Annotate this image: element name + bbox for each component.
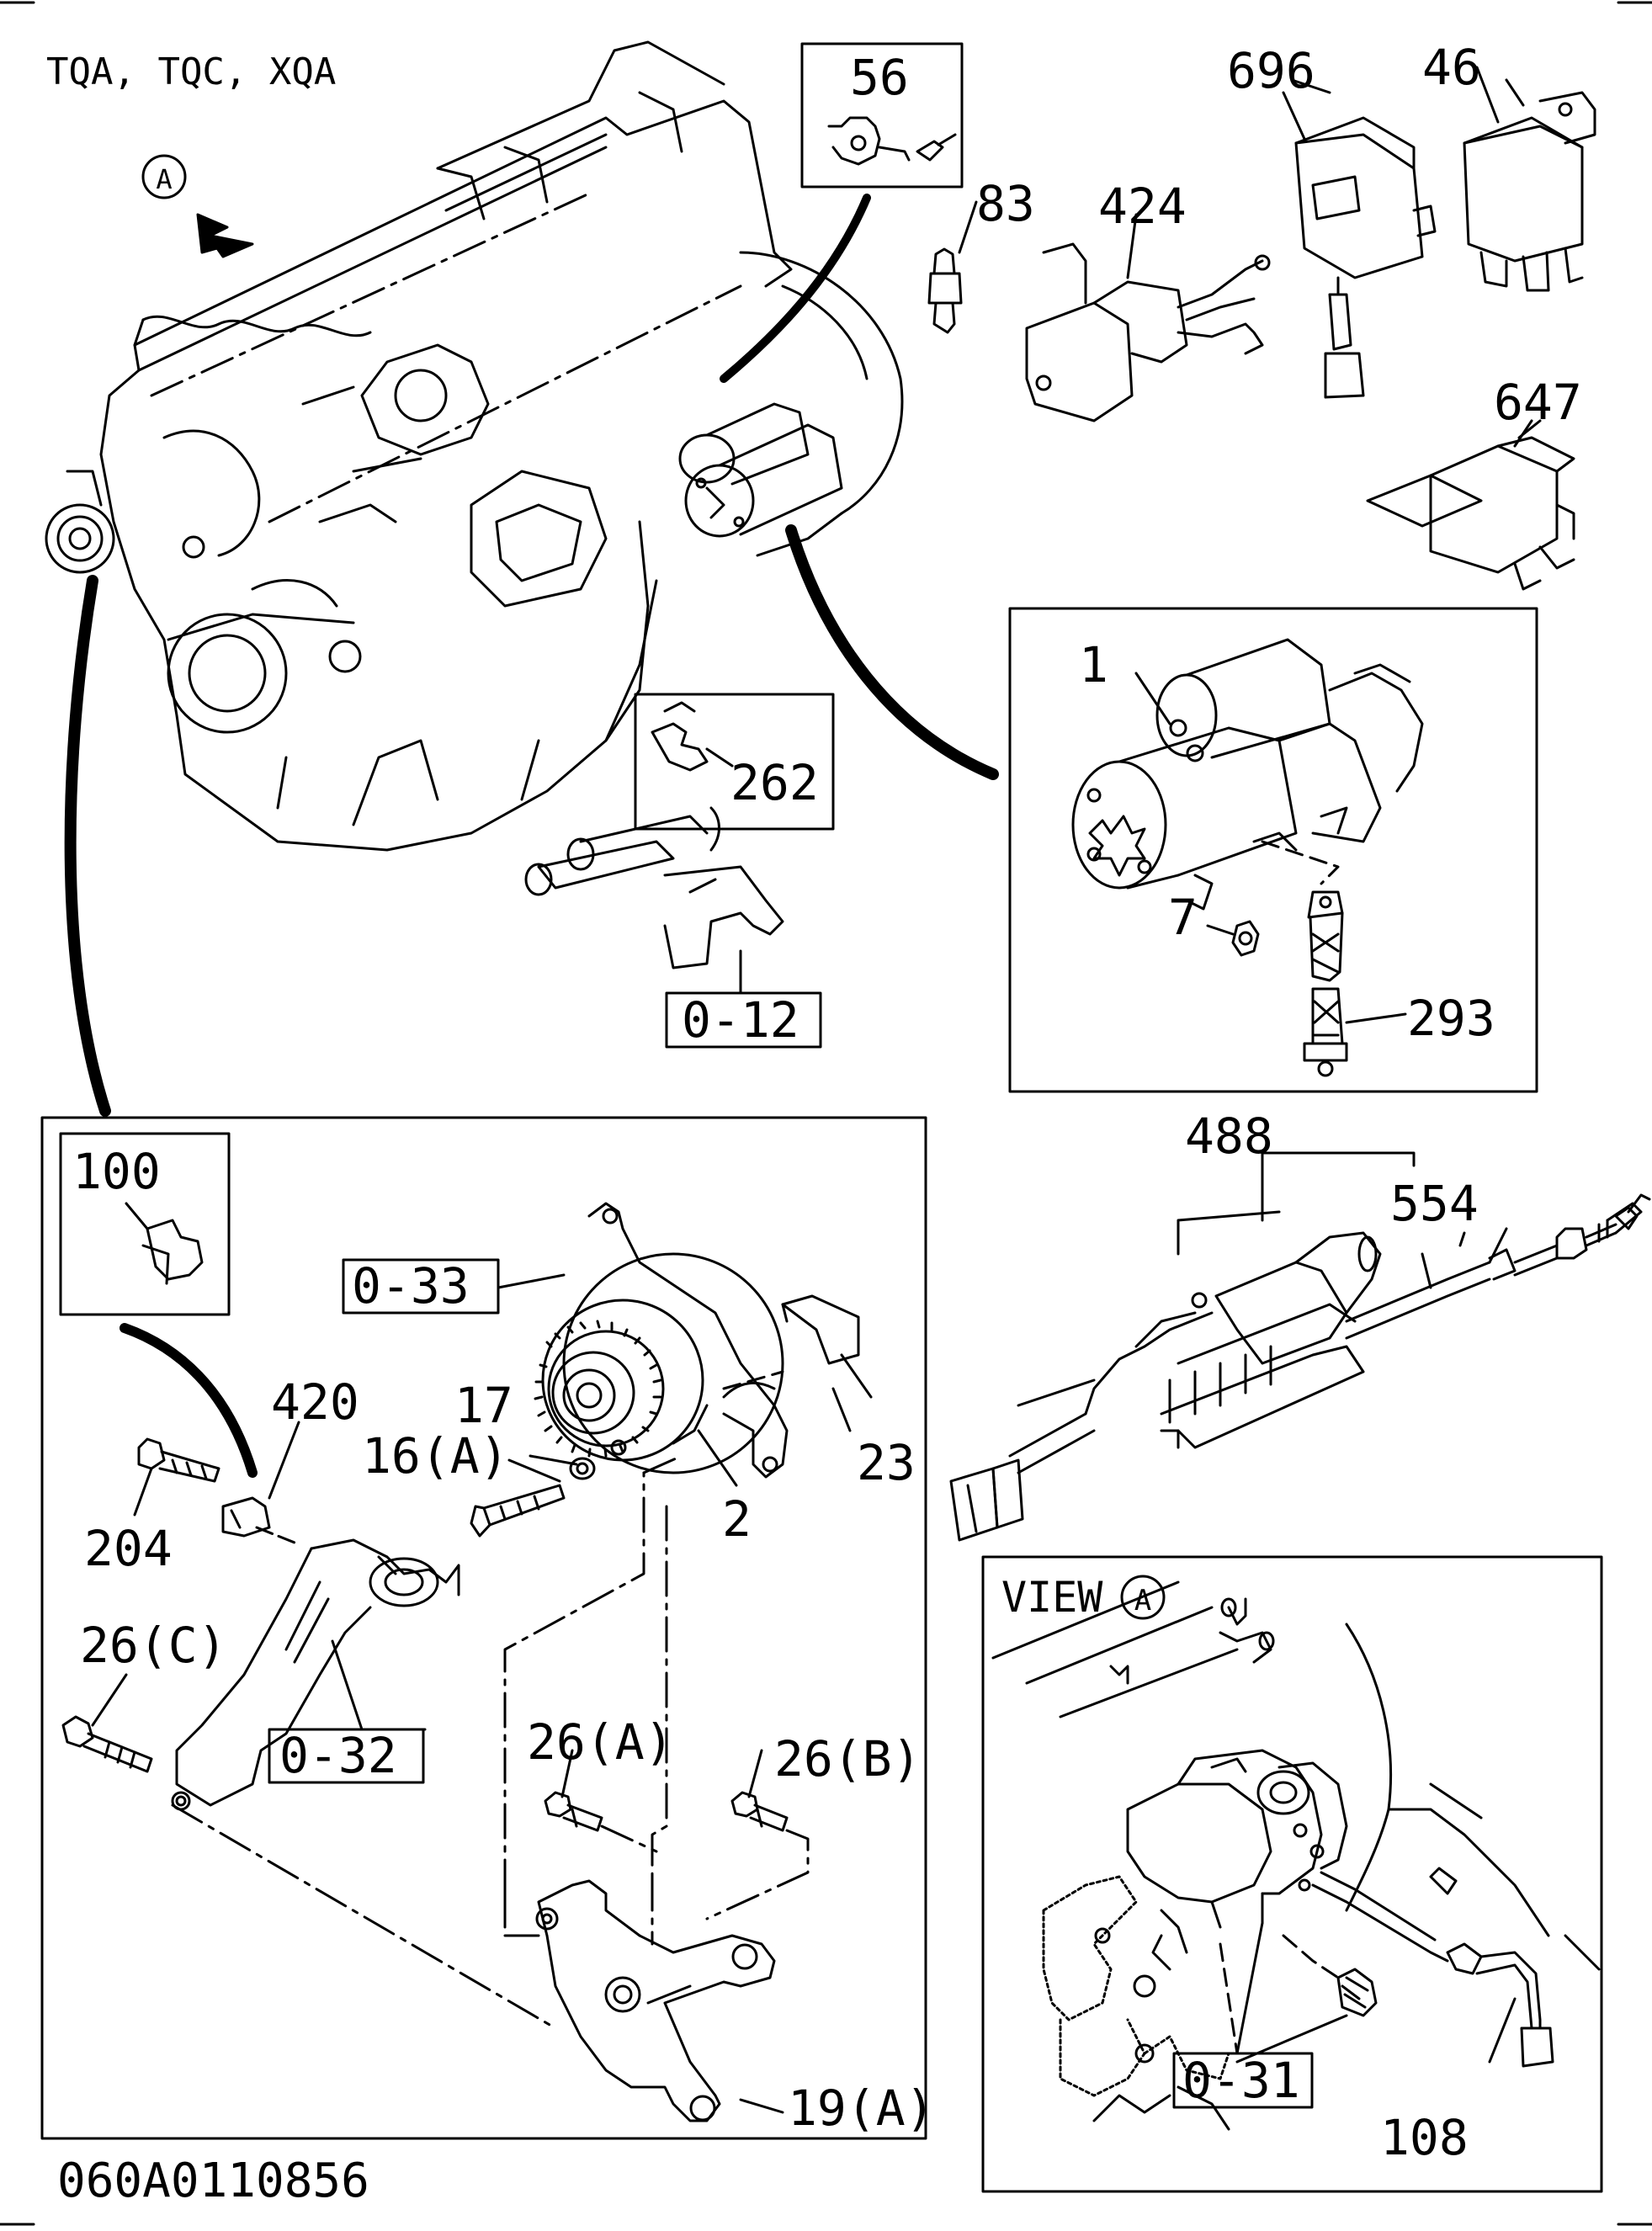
label-17: 17 — [454, 1377, 513, 1434]
label-293: 293 — [1407, 990, 1495, 1047]
label-554: 554 — [1390, 1175, 1479, 1232]
label-56: 56 — [850, 49, 909, 106]
label-262: 262 — [730, 754, 819, 811]
leader-alternator — [64, 575, 111, 1117]
label-108: 108 — [1380, 2109, 1469, 2166]
ref-0-32: 0-32 — [279, 1727, 397, 1784]
label-83: 83 — [976, 175, 1035, 232]
label-204: 204 — [84, 1520, 173, 1577]
label-100: 100 — [72, 1143, 161, 1200]
label-23: 23 — [857, 1434, 916, 1491]
leader-starter — [785, 524, 999, 780]
view-a-marker-letter: A — [156, 163, 172, 195]
label-420: 420 — [271, 1373, 359, 1431]
part-696-relay — [1282, 91, 1437, 399]
label-19a: 19(A) — [788, 2080, 935, 2137]
label-488: 488 — [1185, 1108, 1273, 1165]
label-7: 7 — [1168, 889, 1198, 946]
label-647: 647 — [1494, 374, 1582, 431]
drawing-number: 060A0110856 — [57, 2154, 369, 2208]
labels: TQA, TQC, XQA A 56 696 46 83 424 647 262… — [46, 39, 1582, 2208]
leader-100 — [120, 1323, 258, 1478]
view-a-arrow — [141, 154, 254, 258]
ref-0-31: 0-31 — [1182, 2052, 1300, 2109]
bracket-0-12 — [524, 806, 822, 1049]
label-424: 424 — [1098, 178, 1187, 235]
model-codes-header: TQA, TQC, XQA — [46, 50, 336, 93]
starter-on-engine — [678, 402, 843, 538]
ref-0-12: 0-12 — [682, 991, 799, 1049]
part-488-actuator-assembly — [949, 1151, 1651, 1542]
part-46-relay — [1463, 66, 1596, 292]
part-56-box — [800, 42, 964, 189]
label-696: 696 — [1227, 42, 1315, 99]
label-1: 1 — [1079, 636, 1108, 693]
label-leader-lines — [507, 78, 1542, 1487]
label-46: 46 — [1422, 39, 1481, 96]
ref-0-33: 0-33 — [352, 1257, 470, 1315]
starter-detail-box — [1008, 607, 1538, 1093]
label-16a: 16(A) — [362, 1427, 509, 1485]
label-26b: 26(B) — [774, 1730, 922, 1787]
view-a-title: VIEW — [1001, 1573, 1103, 1622]
label-26c: 26(C) — [80, 1617, 227, 1674]
part-262-clip-box — [634, 693, 835, 831]
view-a-title-letter: A — [1134, 1584, 1151, 1617]
engine-assembly-illustration — [45, 40, 904, 852]
part-424-actuator — [1025, 213, 1271, 422]
alternator-detail-box — [40, 1116, 927, 2140]
leader-56 — [720, 194, 871, 383]
part-647-relay — [1366, 419, 1575, 591]
view-a-detail-box — [981, 1555, 1603, 2193]
label-2: 2 — [722, 1490, 752, 1548]
part-83-sensor — [927, 200, 978, 334]
label-26a: 26(A) — [527, 1713, 674, 1771]
